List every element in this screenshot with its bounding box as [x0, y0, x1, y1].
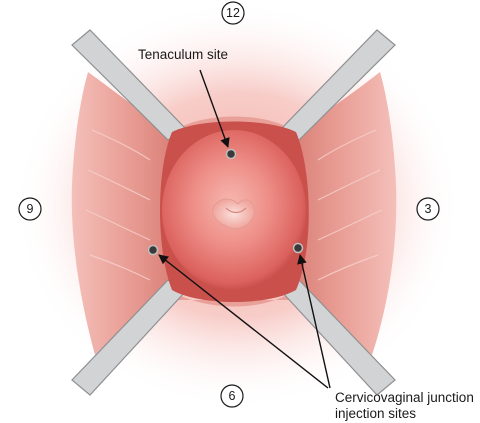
tenaculum-site-label: Tenaculum site: [138, 47, 228, 62]
clock-position-9: 9: [18, 197, 42, 221]
clock-label-3: 3: [425, 202, 432, 216]
right-vaginal-wall: [292, 72, 397, 355]
clock-label-9: 9: [27, 202, 34, 216]
junction-label-line2: injection sites: [335, 406, 416, 421]
lower-fornix: [170, 290, 295, 307]
clock-position-12: 12: [221, 1, 245, 25]
left-vaginal-wall: [71, 72, 175, 355]
clock-label-12: 12: [226, 6, 240, 20]
clock-label-6: 6: [229, 389, 236, 403]
right-injection-site-marker: [292, 242, 304, 254]
left-injection-leader: [158, 254, 329, 389]
tenaculum-site-marker: [225, 148, 237, 160]
left-injection-site-marker: [147, 244, 159, 256]
tenaculum-leader: [199, 69, 230, 148]
cervix: [160, 121, 309, 302]
external-os: [212, 198, 255, 230]
right-injection-leader: [297, 254, 331, 389]
clock-position-3: 3: [416, 197, 440, 221]
leader-lines: [158, 69, 331, 389]
junction-label-line1: Cervicovaginal junction: [335, 390, 474, 405]
clock-position-6: 6: [220, 384, 244, 408]
